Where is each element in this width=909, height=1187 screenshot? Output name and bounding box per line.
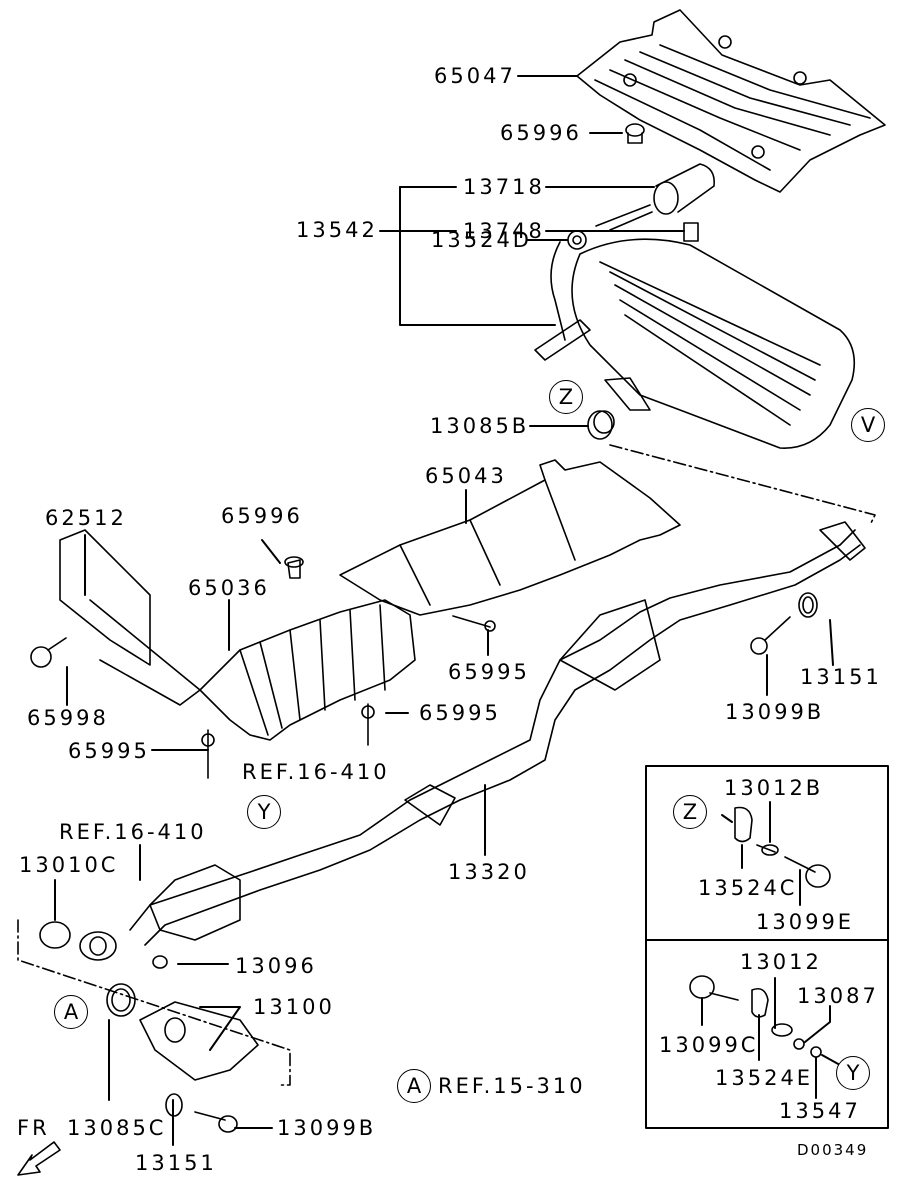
reference-label-15-310[interactable]: REF.15-310 bbox=[438, 1074, 586, 1098]
detail-box bbox=[645, 765, 889, 1129]
reference-label-16-410-a[interactable]: REF.16-410 bbox=[242, 760, 390, 784]
diagram-code: D00349 bbox=[797, 1141, 869, 1159]
part-label-13547[interactable]: 13547 bbox=[779, 1099, 861, 1123]
part-label-65995-b[interactable]: 65995 bbox=[419, 701, 501, 725]
part-label-13085B[interactable]: 13085B bbox=[430, 414, 530, 438]
part-label-65998[interactable]: 65998 bbox=[27, 706, 109, 730]
part-label-13012[interactable]: 13012 bbox=[740, 950, 822, 974]
front-flange-drawing bbox=[39, 921, 259, 1133]
front-heat-shield-drawing bbox=[59, 529, 416, 741]
center-pipe-13320-drawing bbox=[129, 521, 866, 946]
part-label-13099B-b[interactable]: 13099B bbox=[277, 1116, 377, 1140]
callout-y-detail[interactable]: Y bbox=[836, 1056, 870, 1090]
leader-lines bbox=[54, 75, 834, 1146]
callout-z[interactable]: Z bbox=[549, 380, 583, 414]
tail-pipe-13718-drawing bbox=[653, 163, 716, 215]
part-label-65995-a[interactable]: 65995 bbox=[68, 739, 150, 763]
part-label-62512[interactable]: 62512 bbox=[45, 506, 127, 530]
callout-v[interactable]: V bbox=[851, 408, 885, 442]
part-label-13012B[interactable]: 13012B bbox=[724, 776, 824, 800]
muffler-drawing bbox=[534, 230, 856, 449]
reference-label-16-410-b[interactable]: REF.16-410 bbox=[59, 820, 207, 844]
part-label-13010C[interactable]: 13010C bbox=[19, 853, 119, 877]
front-direction-label: FR bbox=[17, 1116, 50, 1140]
part-label-13096[interactable]: 13096 bbox=[235, 954, 317, 978]
part-label-13524C[interactable]: 13524C bbox=[698, 876, 798, 900]
part-label-65036[interactable]: 65036 bbox=[188, 576, 270, 600]
rear-heat-shield-drawing bbox=[576, 9, 886, 193]
part-label-13542[interactable]: 13542 bbox=[296, 218, 378, 242]
sensor-13748-drawing bbox=[595, 204, 699, 242]
part-label-65043[interactable]: 65043 bbox=[425, 464, 507, 488]
part-label-65047[interactable]: 65047 bbox=[434, 64, 516, 88]
callout-a-legend[interactable]: A bbox=[397, 1069, 431, 1103]
part-label-13151-b[interactable]: 13151 bbox=[135, 1151, 217, 1175]
part-label-13524E[interactable]: 13524E bbox=[715, 1066, 814, 1090]
part-label-13085C[interactable]: 13085C bbox=[67, 1116, 167, 1140]
center-heat-shield-drawing bbox=[339, 459, 681, 616]
part-label-13099E[interactable]: 13099E bbox=[756, 910, 855, 934]
fasteners-drawing bbox=[30, 556, 496, 779]
part-label-65996-mid[interactable]: 65996 bbox=[221, 504, 303, 528]
nut-65996-top-drawing bbox=[625, 123, 645, 144]
part-label-13099C[interactable]: 13099C bbox=[659, 1033, 759, 1057]
part-label-13100[interactable]: 13100 bbox=[253, 995, 335, 1019]
alignment-lines bbox=[17, 444, 876, 1086]
front-direction-arrow-icon bbox=[17, 1141, 61, 1176]
part-label-13151-a[interactable]: 13151 bbox=[800, 665, 882, 689]
detail-leader-lines bbox=[701, 801, 841, 1099]
part-label-13524D[interactable]: 13524D bbox=[431, 228, 532, 252]
part-label-65995-c[interactable]: 65995 bbox=[448, 660, 530, 684]
callout-a[interactable]: A bbox=[54, 995, 88, 1029]
callout-y[interactable]: Y bbox=[247, 795, 281, 829]
gasket-13085B-drawing bbox=[587, 410, 615, 440]
part-label-13087[interactable]: 13087 bbox=[797, 984, 879, 1008]
callout-z-detail[interactable]: Z bbox=[673, 795, 707, 829]
part-label-13718[interactable]: 13718 bbox=[463, 175, 545, 199]
flange-bolt-right-drawing bbox=[750, 592, 818, 655]
part-label-65996[interactable]: 65996 bbox=[500, 121, 582, 145]
part-label-13748[interactable]: 13748 bbox=[463, 219, 545, 243]
part-label-13099B-a[interactable]: 13099B bbox=[725, 700, 825, 724]
part-label-13320[interactable]: 13320 bbox=[448, 860, 530, 884]
